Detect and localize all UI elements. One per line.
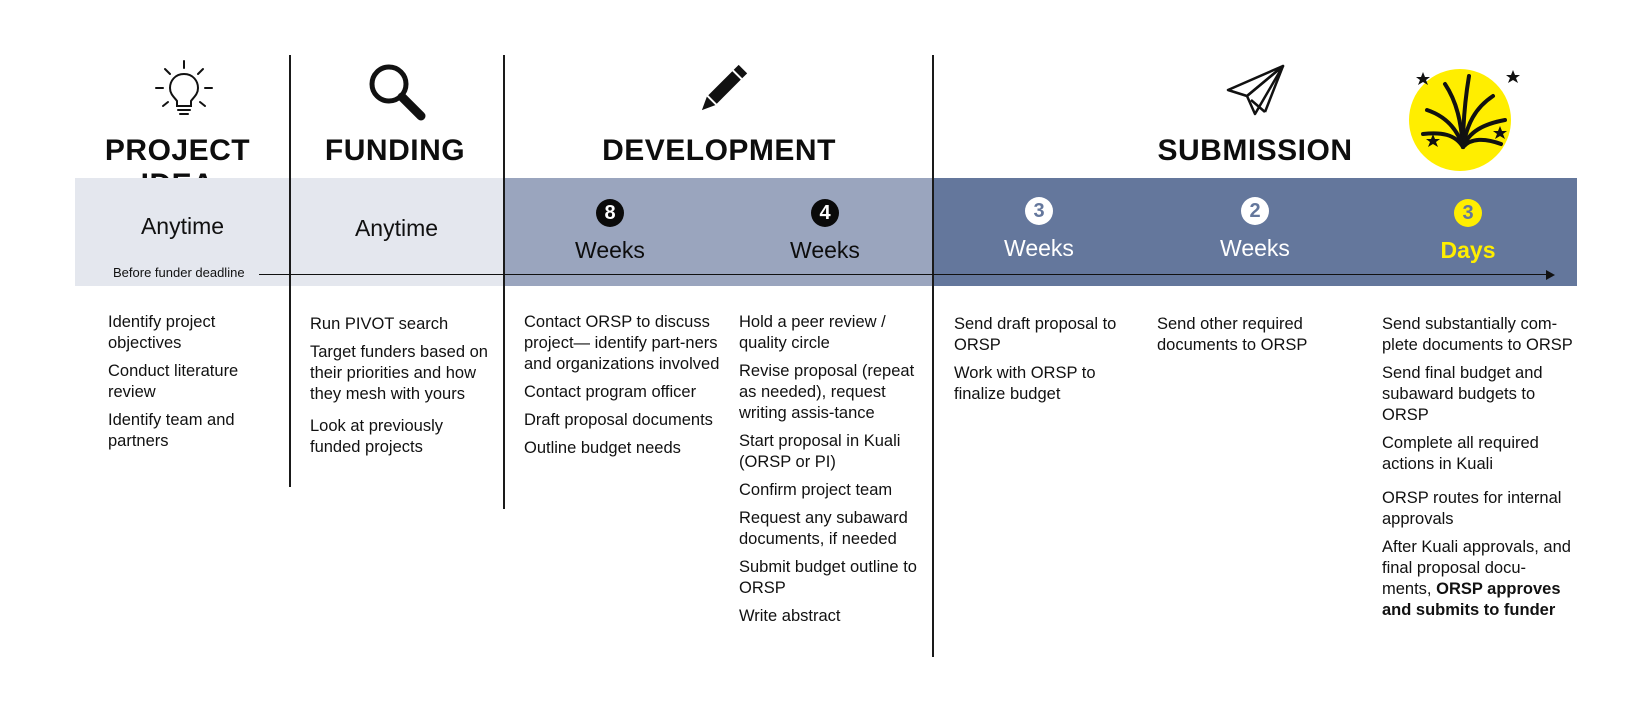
list-item: Target funders based on their priorities… [310,343,488,403]
list-item: Send draft proposal to ORSP [954,315,1117,354]
paper-plane-icon [1226,64,1285,116]
divider-development-submission [932,55,934,657]
list-item: Start proposal in Kuali (ORSP or PI) [739,432,901,471]
list-item: Contact program officer [524,383,697,401]
list-item: Complete all required actions in Kuali [1382,434,1539,473]
heading-submission: SUBMISSION [1157,134,1353,167]
final-step-emphasis: ORSP approves and submits to funder [1382,580,1561,619]
tasks-funding: Run PIVOT search Target funders based on… [310,314,488,465]
step-unit-3-weeks: Weeks [1004,235,1074,261]
step-number-4-weeks: 4 [811,199,839,227]
lightbulb-icon [155,60,213,115]
step-unit-2-weeks: Weeks [1220,235,1290,261]
step-unit-8-weeks: Weeks [575,237,645,263]
list-item: Look at previously funded projects [310,417,443,456]
list-item: Identify team and partners [108,411,235,450]
list-item: Write abstract [739,607,841,625]
time-label-project-idea: Anytime [140,213,225,239]
step-unit-3-days: Days [1440,237,1496,263]
deadline-label: Before funder deadline [113,265,245,280]
list-item: Revise proposal (repeat as needed), requ… [739,362,915,422]
divider-idea-funding [289,55,291,487]
timeline-arrow-line [259,274,1549,275]
tasks-development-4-weeks: Hold a peer review / quality circle Revi… [739,312,924,634]
heading-development: DEVELOPMENT [602,134,836,167]
list-item: Identify project objectives [108,313,216,352]
step-unit-4-weeks: Weeks [790,237,860,263]
step-number-3-days: 3 [1454,199,1482,227]
list-item: Work with ORSP to finalize budget [954,364,1096,403]
list-item: Contact ORSP to discuss project— identif… [524,313,720,373]
list-item: ORSP routes for internal approvals [1382,489,1562,528]
timeline-band-mid [505,178,933,286]
step-number-3-weeks: 3 [1025,197,1053,225]
tasks-submission-3-days: Send substantially com-plete documents t… [1382,314,1574,628]
magnifier-icon [369,64,426,121]
list-item: Outline budget needs [524,439,681,457]
tasks-submission-2-weeks: Send other required documents to ORSP [1157,314,1337,363]
list-item: Hold a peer review / quality circle [739,313,886,352]
list-item: Run PIVOT search [310,315,449,333]
time-label-funding: Anytime [354,215,439,241]
step-number-8-weeks: 8 [596,199,624,227]
heading-funding: FUNDING [324,134,466,167]
final-step-text: After Kuali approvals, and final proposa… [1382,538,1571,598]
timeline-band-dark [933,178,1577,286]
list-item: Conduct literature review [108,362,239,401]
list-item: Confirm project team [739,481,893,499]
list-item: Draft proposal documents [524,411,713,429]
list-item: Send final budget and subaward budgets t… [1382,364,1543,424]
list-item: After Kuali approvals, and final proposa… [1382,537,1574,621]
list-item: Send substantially com-plete documents t… [1382,315,1573,354]
list-item: Submit budget outline to ORSP [739,558,917,597]
list-item: Send other required documents to ORSP [1157,315,1308,354]
divider-funding-development [503,55,505,509]
tasks-submission-3-weeks: Send draft proposal to ORSP Work with OR… [954,314,1129,412]
timeline-arrow-head [1546,270,1555,280]
list-item: Request any subaward documents, if neede… [739,509,908,548]
tasks-project-idea: Identify project objectives Conduct lite… [108,312,278,459]
step-number-2-weeks: 2 [1241,197,1269,225]
fireworks-icon [1409,69,1520,171]
pencil-icon [701,64,748,111]
tasks-development-8-weeks: Contact ORSP to discuss project— identif… [524,312,720,466]
